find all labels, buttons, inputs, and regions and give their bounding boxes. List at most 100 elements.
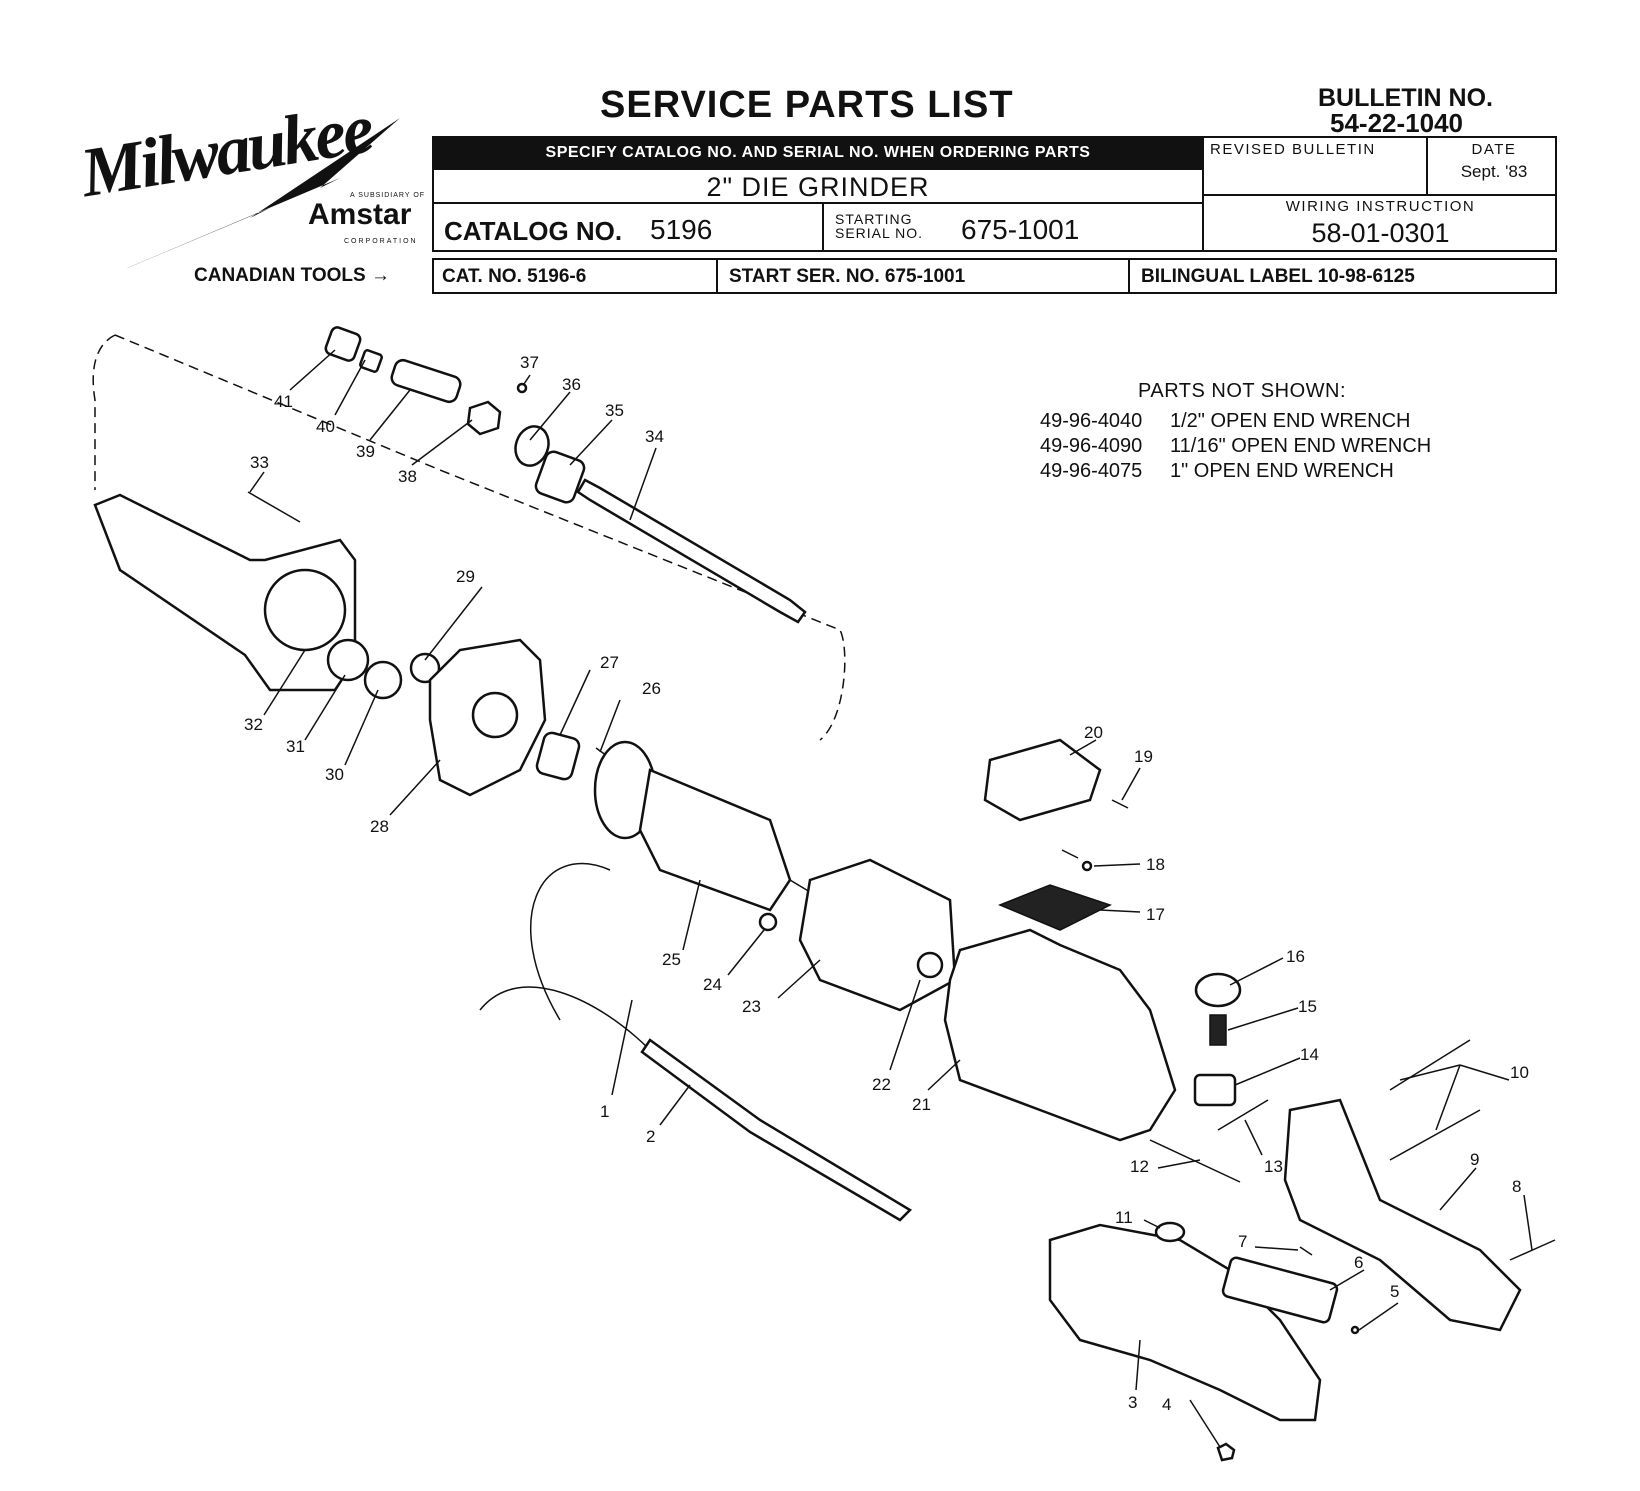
header-divider xyxy=(1202,194,1557,196)
brand-subsidiary-line: A SUBSIDIARY OF xyxy=(350,192,426,199)
callout-32: 32 xyxy=(244,715,263,734)
wire-part xyxy=(479,986,651,1051)
parts-not-shown-title: PARTS NOT SHOWN: xyxy=(1138,380,1347,402)
canadian-tools-label: CANADIAN TOOLS → xyxy=(194,265,390,287)
screw-part xyxy=(1389,1109,1481,1161)
bulletin-label: BULLETIN NO. xyxy=(1318,84,1493,112)
callout-8: 8 xyxy=(1512,1177,1521,1196)
handle-half-part xyxy=(1048,1223,1322,1422)
callout-36: 36 xyxy=(562,375,581,394)
lock-button-part xyxy=(1154,1221,1186,1243)
armature-shaft xyxy=(789,879,811,893)
canadian-tools-text: CANADIAN TOOLS xyxy=(194,265,366,286)
part-description: 1/2" OPEN END WRENCH xyxy=(1170,410,1411,432)
header-divider xyxy=(432,202,1204,204)
spindle-adapter-part xyxy=(390,358,462,404)
arrow-right-icon: → xyxy=(371,265,390,286)
screw-part xyxy=(1350,1325,1360,1335)
spring-part xyxy=(1217,1099,1269,1131)
brush-cover-part xyxy=(983,738,1102,822)
date-label: DATE xyxy=(1471,141,1517,158)
callout-40: 40 xyxy=(316,417,335,436)
bearing-part xyxy=(363,660,403,700)
callout-2: 2 xyxy=(646,1127,655,1146)
part-number: 49-96-4090 xyxy=(1040,435,1143,457)
header-divider xyxy=(1426,136,1428,194)
callout-35: 35 xyxy=(605,401,624,420)
callout-28: 28 xyxy=(370,817,389,836)
field-part xyxy=(798,858,957,1012)
part-description: 1" OPEN END WRENCH xyxy=(1170,460,1394,482)
catalog-value: 5196 xyxy=(650,214,713,245)
callout-15: 15 xyxy=(1298,997,1317,1016)
brand-parent: Amstar xyxy=(308,198,412,231)
revised-bulletin-label: REVISED BULLETIN xyxy=(1210,141,1376,158)
assembly-guide-line xyxy=(114,334,846,741)
header-divider xyxy=(822,202,824,252)
collet-part xyxy=(359,349,383,373)
callout-3: 3 xyxy=(1128,1393,1137,1412)
gear-case-bore xyxy=(263,568,347,652)
callout-10: 10 xyxy=(1510,1063,1529,1082)
lock-nut-part xyxy=(466,400,502,436)
screw-part xyxy=(1509,1239,1556,1261)
part-description: 11/16" OPEN END WRENCH xyxy=(1170,435,1432,457)
pin-part xyxy=(516,382,528,394)
field-bore xyxy=(916,951,944,979)
callout-30: 30 xyxy=(325,765,344,784)
screw-part xyxy=(1299,1246,1313,1256)
bilingual-label: BILINGUAL LABEL 10-98-6125 xyxy=(1141,266,1415,287)
bearing-part xyxy=(534,450,586,504)
callout-23: 23 xyxy=(742,997,761,1016)
callout-7: 7 xyxy=(1238,1232,1247,1251)
product-name: 2" DIE GRINDER xyxy=(706,172,930,202)
parts-not-shown-item: 49-96-4090 11/16" OPEN END WRENCH xyxy=(1040,435,1431,458)
rivet-part xyxy=(1081,860,1093,872)
part-number: 49-96-4075 xyxy=(1040,460,1143,482)
callout-38: 38 xyxy=(398,467,417,486)
spindle-part xyxy=(576,478,807,624)
nut-part xyxy=(758,912,778,932)
bearing-plate-bore xyxy=(471,691,519,739)
callout-17: 17 xyxy=(1146,905,1165,924)
gear-part xyxy=(326,638,370,682)
screw-part xyxy=(1111,799,1129,809)
screw-part xyxy=(247,491,301,523)
callout-26: 26 xyxy=(642,679,661,698)
o-ring-part xyxy=(514,425,550,467)
page-title: SERVICE PARTS LIST xyxy=(600,84,1014,126)
starting-serial-label: STARTING SERIAL NO. xyxy=(835,211,924,241)
callout-29: 29 xyxy=(456,567,475,586)
callout-5: 5 xyxy=(1390,1282,1399,1301)
callout-1: 1 xyxy=(600,1102,609,1121)
callout-24: 24 xyxy=(703,975,722,994)
exploded-parts-diagram: 1 2 3 4 5 6 7 8 9 10 11 12 13 14 15 16 1… xyxy=(92,326,1556,1462)
callout-20: 20 xyxy=(1084,723,1103,742)
wiring-instruction-label: WIRING INSTRUCTION xyxy=(1285,198,1476,215)
date-value: Sept. '83 xyxy=(1460,162,1528,181)
callout-6: 6 xyxy=(1354,1253,1363,1272)
screw-part xyxy=(1061,849,1079,859)
nut-part xyxy=(1216,1442,1236,1462)
callout-13: 13 xyxy=(1264,1157,1283,1176)
callout-34: 34 xyxy=(645,427,664,446)
callout-12: 12 xyxy=(1130,1157,1149,1176)
callout-16: 16 xyxy=(1286,947,1305,966)
armature-bearing-part xyxy=(535,731,581,781)
leader-lines xyxy=(249,349,1533,1448)
canadian-divider xyxy=(1128,258,1130,294)
callout-21: 21 xyxy=(912,1095,931,1114)
nameplate-part xyxy=(998,884,1112,931)
screw-part xyxy=(1389,1039,1471,1091)
brand-parent-suffix: CORPORATION xyxy=(344,238,418,245)
starting-serial-value: 675-1001 xyxy=(961,214,1080,245)
brush-cap-part xyxy=(1194,972,1242,1008)
order-note-banner: SPECIFY CATALOG NO. AND SERIAL NO. WHEN … xyxy=(432,136,1204,170)
canadian-divider xyxy=(716,258,718,294)
callout-11: 11 xyxy=(1115,1208,1133,1227)
callout-22: 22 xyxy=(872,1075,891,1094)
callout-33: 33 xyxy=(250,453,269,472)
callout-31: 31 xyxy=(286,737,305,756)
pinion-part xyxy=(409,652,441,684)
